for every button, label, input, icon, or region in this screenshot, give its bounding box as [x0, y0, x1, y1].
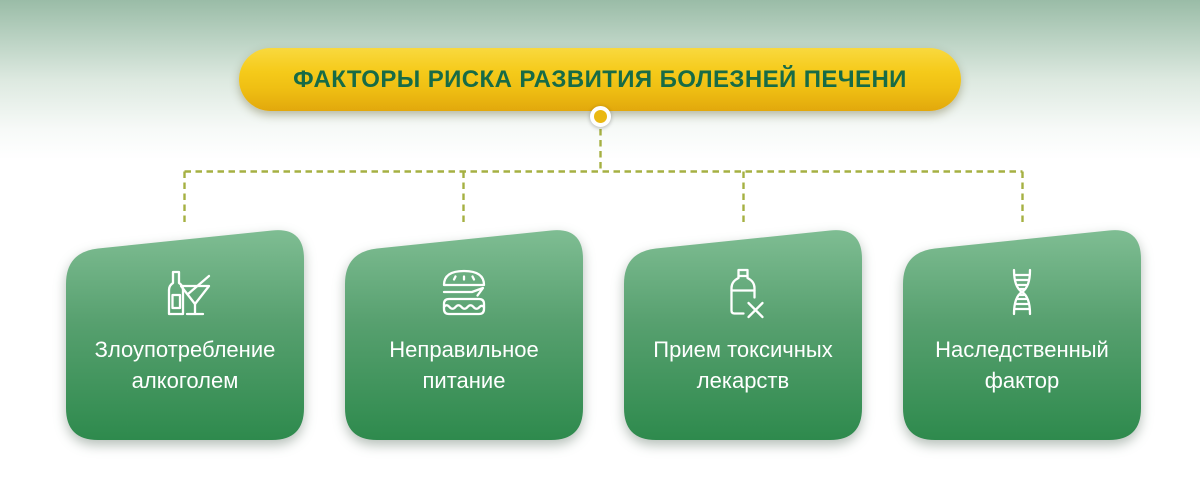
card-shape: Неправильное питание [345, 227, 583, 440]
card-label-line: Наследственный [935, 337, 1109, 362]
connector-dot [590, 106, 611, 127]
card-label-line: Неправильное [389, 337, 539, 362]
card-label-line: лекарств [696, 368, 790, 393]
toxic-medicine-icon [715, 263, 771, 321]
card-shape: Прием токсичных лекарств [624, 227, 862, 440]
card-shape: Наследственный фактор [903, 227, 1141, 440]
risk-card-toxic-medicine: Прием токсичных лекарств [624, 227, 862, 440]
risk-card-nutrition: Неправильное питание [345, 227, 583, 440]
card-label: Прием токсичных лекарств [653, 334, 832, 396]
risk-card-alcohol: Злоупотребление алкоголем [66, 227, 304, 440]
card-label: Наследственный фактор [935, 334, 1109, 396]
bottle-martini-icon [155, 263, 215, 321]
card-shape: Злоупотребление алкоголем [66, 227, 304, 440]
burger-icon [436, 263, 492, 321]
page-title: ФАКТОРЫ РИСКА РАЗВИТИЯ БОЛЕЗНЕЙ ПЕЧЕНИ [293, 65, 907, 93]
card-label-line: питание [422, 368, 506, 393]
card-label-line: фактор [984, 368, 1060, 393]
card-label-line: Прием токсичных [653, 337, 833, 362]
title-banner: ФАКТОРЫ РИСКА РАЗВИТИЯ БОЛЕЗНЕЙ ПЕЧЕНИ [239, 48, 961, 111]
dna-icon [994, 263, 1050, 321]
card-label: Неправильное питание [389, 334, 538, 396]
risk-card-hereditary: Наследственный фактор [903, 227, 1141, 440]
card-label: Злоупотребление алкоголем [95, 334, 276, 396]
card-label-line: алкоголем [131, 368, 239, 393]
card-label-line: Злоупотребление [94, 337, 276, 362]
